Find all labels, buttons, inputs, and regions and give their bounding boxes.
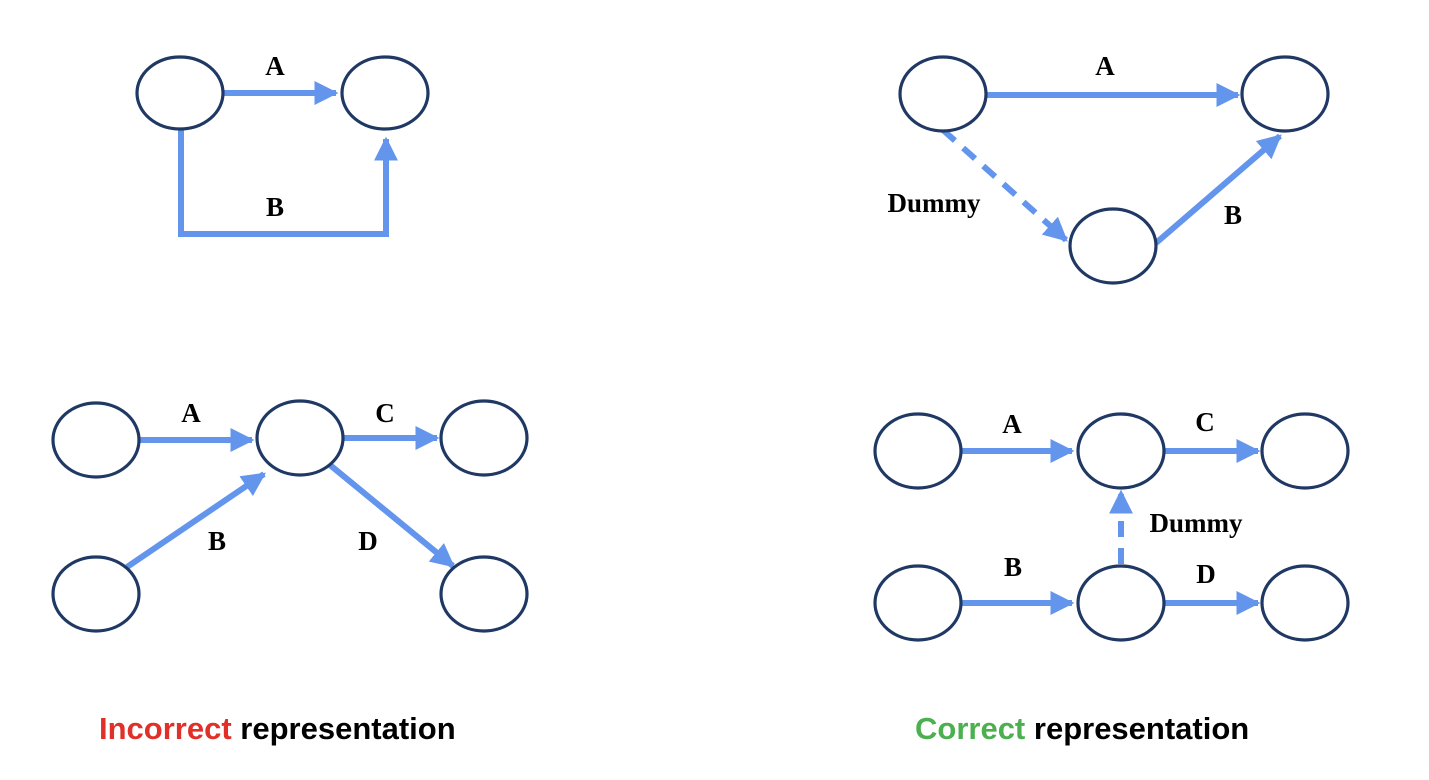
edge-label-c: C (375, 398, 395, 428)
node-c-end (439, 399, 529, 477)
node-dummy (1068, 207, 1158, 285)
node-d-end (1260, 564, 1350, 642)
diagram-incorrect-bottom: A B C D (51, 398, 529, 633)
node-start (135, 55, 225, 131)
diagram-correct-bottom: A C Dummy B D (873, 407, 1350, 642)
edge-d (328, 462, 455, 569)
edge-label-dummy: Dummy (1150, 508, 1243, 538)
node-start (898, 55, 988, 133)
diagram-incorrect-top: A B (135, 51, 430, 237)
node-a-end (1076, 412, 1166, 490)
edge-label-d: D (1196, 559, 1216, 589)
edge-label-a: A (1002, 409, 1022, 439)
caption-incorrect: Incorrect representation (99, 711, 456, 747)
edge-label-b: B (266, 192, 284, 222)
node-b-start (51, 555, 141, 633)
edge-label-b: B (1224, 200, 1242, 230)
edge-b (125, 471, 266, 570)
caption-correct: Correct representation (915, 711, 1249, 747)
node-end (1240, 55, 1330, 133)
edge-b (1154, 133, 1282, 246)
edge-label-a: A (265, 51, 285, 81)
node-b-start (873, 564, 963, 642)
node-a-start (51, 401, 141, 479)
caption-incorrect-highlight: Incorrect (99, 711, 232, 746)
edge-label-a: A (1095, 51, 1115, 81)
node-d-end (439, 555, 529, 633)
edge-label-dummy: Dummy (888, 188, 981, 218)
node-a-start (873, 412, 963, 490)
node-b-end (1076, 564, 1166, 642)
node-end (340, 55, 430, 131)
edge-label-b: B (208, 526, 226, 556)
node-c-end (1260, 412, 1350, 490)
edge-label-d: D (358, 526, 378, 556)
node-merge (255, 399, 345, 477)
edge-dummy (941, 127, 1068, 243)
caption-incorrect-rest: representation (240, 711, 456, 746)
edge-label-b: B (1004, 552, 1022, 582)
edge-label-a: A (181, 398, 201, 428)
caption-correct-rest: representation (1033, 711, 1250, 746)
caption-correct-highlight: Correct (915, 711, 1026, 746)
diagram-correct-top: A Dummy B (888, 51, 1330, 285)
edge-label-c: C (1195, 407, 1215, 437)
edge-b (178, 127, 398, 237)
